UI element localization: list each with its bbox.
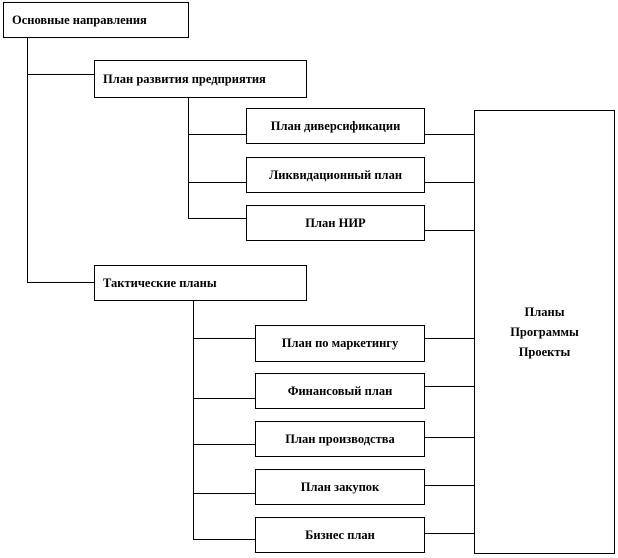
purchasing-plan-label: План закупок <box>300 479 380 494</box>
connector-tactical-to-purchasing <box>193 493 255 494</box>
connector-marketing-to-outputs <box>425 338 474 339</box>
development-plan-label: План развития предприятия <box>103 71 266 86</box>
outputs-line-plans: Планы <box>524 305 565 319</box>
connector-purchasing-to-outputs <box>425 485 474 486</box>
connector-root-trunk <box>27 38 28 282</box>
rnd-plan-label: План НИР <box>305 215 366 230</box>
connector-rnd-to-outputs <box>425 230 474 231</box>
diversification-plan-label: План диверсификации <box>270 118 401 133</box>
connector-development-to-rnd <box>188 218 246 219</box>
diversification-plan-node: План диверсификации <box>246 108 425 144</box>
financial-plan-node: Финансовый план <box>255 373 425 409</box>
connector-financial-to-outputs <box>425 386 474 387</box>
liquidation-plan-node: Ликвидационный план <box>246 157 425 193</box>
marketing-plan-node: План по маркетингу <box>255 325 425 362</box>
connector-tactical-to-marketing <box>193 338 255 339</box>
connector-tactical-trunk <box>193 301 194 540</box>
connector-development-trunk <box>188 98 189 218</box>
root-node-label: Основные направления <box>12 12 147 27</box>
connector-tactical-to-financial <box>193 398 255 399</box>
production-plan-label: План производства <box>285 431 395 446</box>
connector-development-to-liquidation <box>188 182 246 183</box>
liquidation-plan-label: Ликвидационный план <box>268 167 403 182</box>
connector-tactical-to-business <box>193 539 255 540</box>
outputs-node: Планы Программы Проекты <box>474 110 615 554</box>
connector-tactical-to-production <box>193 444 255 445</box>
outputs-line-projects: Проекты <box>518 345 571 359</box>
connector-diversification-to-outputs <box>425 134 474 135</box>
tactical-plans-node: Тактические планы <box>94 265 307 301</box>
connector-production-to-outputs <box>425 437 474 438</box>
purchasing-plan-node: План закупок <box>255 469 425 505</box>
rnd-plan-node: План НИР <box>246 205 425 241</box>
connector-business-to-outputs <box>425 533 474 534</box>
financial-plan-label: Финансовый план <box>287 383 393 398</box>
business-plan-node: Бизнес план <box>255 517 425 553</box>
production-plan-node: План производства <box>255 421 425 457</box>
connector-development-to-diversification <box>188 134 246 135</box>
business-plan-label: Бизнес план <box>305 527 375 542</box>
connector-liquidation-to-outputs <box>425 182 474 183</box>
development-plan-node: План развития предприятия <box>94 60 307 98</box>
root-node: Основные направления <box>3 2 189 38</box>
tactical-plans-label: Тактические планы <box>103 275 217 290</box>
outputs-line-programs: Программы <box>510 325 579 339</box>
marketing-plan-label: План по маркетингу <box>281 336 399 351</box>
connector-root-to-development <box>27 74 94 75</box>
connector-root-to-tactical <box>27 282 94 283</box>
